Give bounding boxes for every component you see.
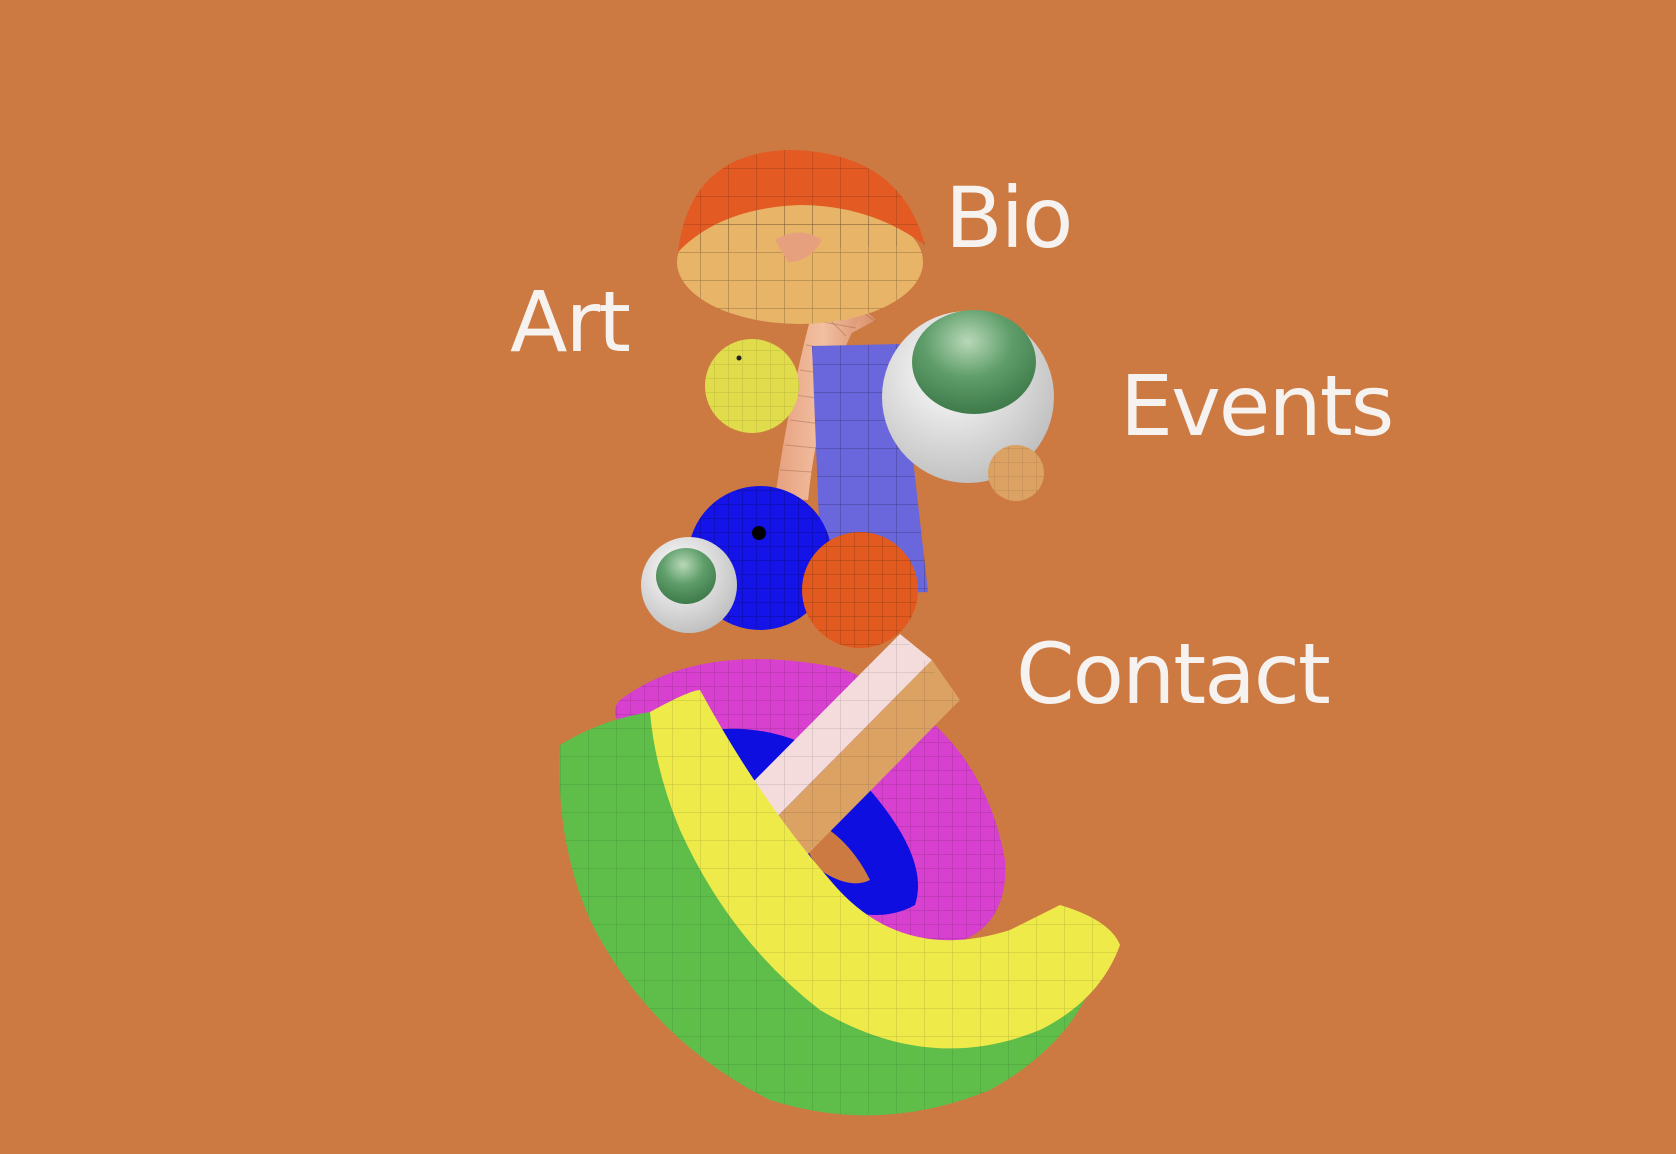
nav-link-contact[interactable]: Contact: [1016, 625, 1331, 723]
tan-sphere-small: [988, 445, 1044, 501]
nav-link-bio[interactable]: Bio: [945, 169, 1073, 267]
orange-sphere: [802, 532, 918, 648]
white-green-sphere-small: [641, 537, 737, 633]
mushroom-cap: [677, 150, 925, 324]
nav-link-events[interactable]: Events: [1120, 357, 1394, 455]
white-green-sphere-large: [882, 310, 1054, 483]
yellow-sphere: [705, 339, 799, 433]
nav-link-art[interactable]: Art: [510, 273, 631, 371]
